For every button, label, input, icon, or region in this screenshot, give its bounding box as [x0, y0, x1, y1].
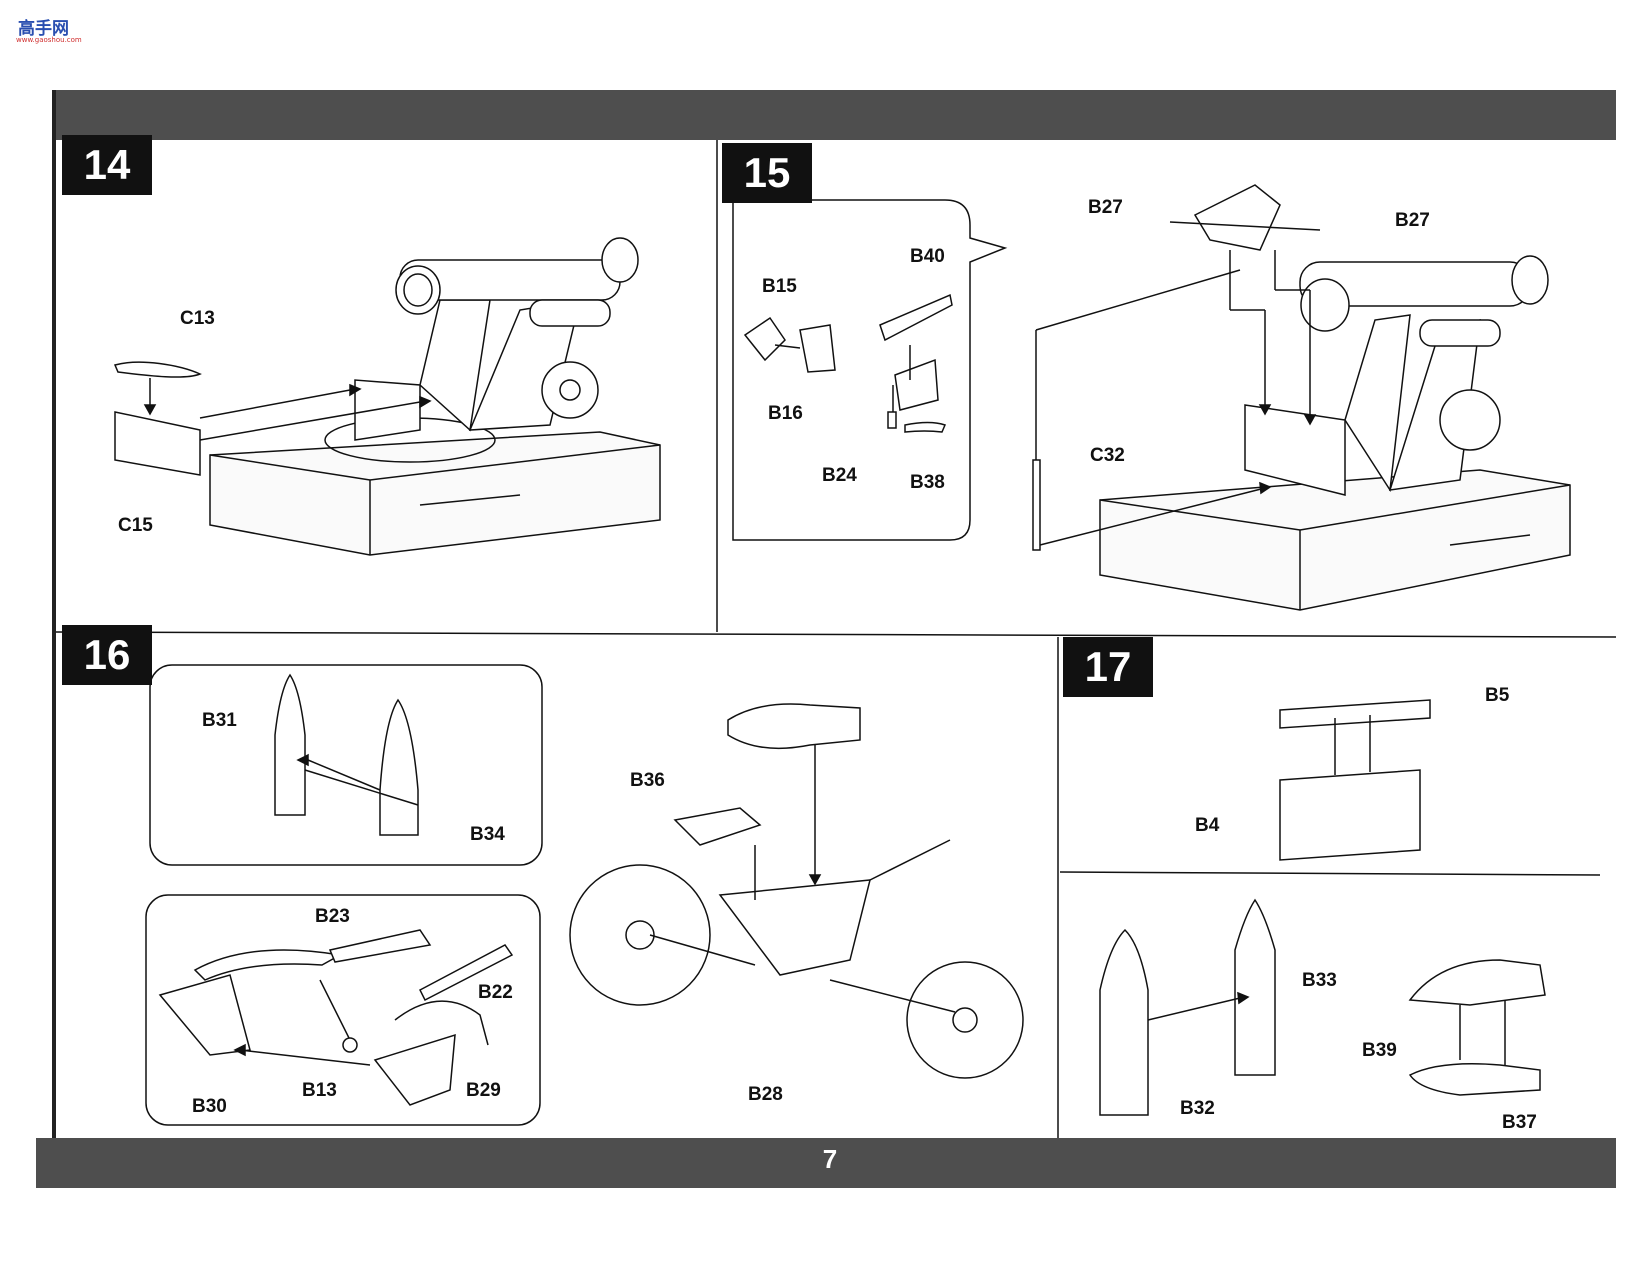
- label-b30: B30: [192, 1096, 227, 1117]
- label-b29: B29: [466, 1080, 501, 1101]
- label-b24: B24: [822, 465, 857, 486]
- label-c15: C15: [118, 515, 153, 536]
- part-b27-shape: [1193, 184, 1281, 251]
- label-b31: B31: [202, 710, 237, 731]
- part-c13-shape: [113, 361, 202, 378]
- step16-box-top: [149, 664, 543, 866]
- shell-b33: [1234, 898, 1276, 1076]
- step-number-16: 16: [62, 625, 152, 685]
- label-b32: B32: [1180, 1098, 1215, 1119]
- shell-b31: [274, 673, 306, 816]
- step15-mortar-drawing: [1099, 255, 1571, 611]
- label-b40: B40: [910, 246, 945, 267]
- part-b37-shape: [1408, 1063, 1541, 1096]
- label-b38: B38: [910, 472, 945, 493]
- label-c32: C32: [1090, 445, 1125, 466]
- shell-b34: [379, 698, 419, 836]
- part-c32-shape: [1032, 459, 1041, 551]
- label-b23: B23: [315, 906, 350, 927]
- step15-subparts: [743, 293, 953, 433]
- step15-callout: [732, 199, 1008, 541]
- arrow-c15-b: [199, 401, 421, 441]
- label-b37: B37: [1502, 1112, 1537, 1133]
- part-c15-shape: [114, 411, 201, 476]
- label-b28: B28: [748, 1084, 783, 1105]
- part-b23-shape: [328, 929, 432, 963]
- label-b27-left: B27: [1088, 197, 1123, 218]
- part-b30-shape: [158, 974, 251, 1056]
- label-b39: B39: [1362, 1040, 1397, 1061]
- shell-b36-loaded: [727, 703, 861, 750]
- part-b36-shape: [673, 807, 762, 846]
- part-b13-shape: [319, 979, 351, 1041]
- step-number-14: 14: [62, 135, 152, 195]
- label-c13: C13: [180, 308, 215, 329]
- label-b33: B33: [1302, 970, 1337, 991]
- label-b5: B5: [1485, 685, 1510, 706]
- cart-body: [718, 879, 871, 976]
- divider-horizontal: [55, 631, 1617, 638]
- label-b4: B4: [1195, 815, 1220, 836]
- label-b22: B22: [478, 982, 513, 1003]
- label-b16: B16: [768, 403, 803, 424]
- wheel-right: [906, 961, 1024, 1079]
- page-number: 7: [822, 1144, 838, 1174]
- step14-mortar-drawing: [209, 237, 661, 556]
- top-band: [56, 90, 1616, 140]
- wheel-left: [569, 864, 711, 1006]
- label-b34: B34: [470, 824, 505, 845]
- divider-17-inner: [1059, 871, 1601, 876]
- step-number-15: 15: [722, 143, 812, 203]
- watermark-text: 高手网: [18, 19, 69, 39]
- arrow-c15-a: [199, 389, 351, 419]
- step-number-17: 17: [1063, 637, 1153, 697]
- part-b4-shape: [1279, 769, 1421, 861]
- part-b39-shape: [1408, 959, 1546, 1006]
- page-left-edge: [52, 90, 56, 1140]
- part-b22-shape: [419, 944, 514, 1002]
- shell-b32: [1099, 928, 1149, 1116]
- part-b5-shape: [1279, 699, 1431, 729]
- label-b27-right: B27: [1395, 210, 1430, 231]
- label-b13: B13: [302, 1080, 337, 1101]
- part-b29-shape: [373, 1033, 456, 1106]
- label-b15: B15: [762, 276, 797, 297]
- bottom-band: [36, 1138, 1616, 1188]
- watermark-subtext: www.gaoshou.com: [16, 36, 82, 44]
- label-b36: B36: [630, 770, 665, 791]
- watermark-logo: 高手网 www.gaoshou.com: [8, 8, 82, 44]
